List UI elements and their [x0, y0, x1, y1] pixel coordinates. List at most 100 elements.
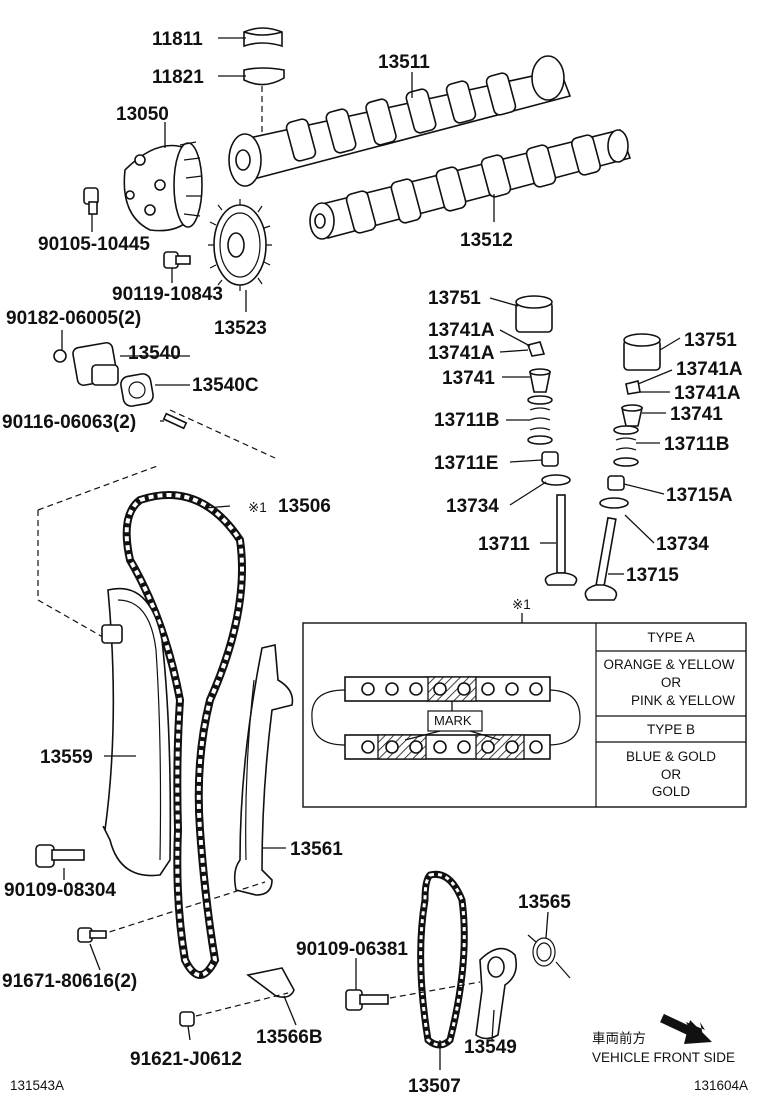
label-13751-right: 13751	[684, 330, 737, 351]
chain-link-circles	[361, 682, 543, 754]
label-13512: 13512	[460, 230, 513, 251]
label-13566b: 13566B	[256, 1027, 323, 1048]
label-11811: 11811	[152, 29, 203, 50]
label-13559: 13559	[40, 747, 93, 768]
vvt-gear-13050	[123, 141, 203, 232]
label-90109-08304: 90109-08304	[4, 880, 116, 901]
label-11821: 11821	[152, 67, 204, 88]
chain-guide-13559	[101, 587, 172, 877]
label-13565: 13565	[518, 892, 571, 913]
retainer-13741-left	[529, 368, 551, 393]
label-90182-06005: 90182-06005(2)	[6, 308, 141, 329]
label-13711b-right: 13711B	[664, 434, 730, 455]
tensioner-arm-13549	[475, 947, 518, 1040]
label-13561: 13561	[290, 839, 343, 860]
seat-13734-right	[599, 497, 629, 509]
label-13734-right: 13734	[656, 534, 709, 555]
label-13540c: 13540C	[192, 375, 259, 396]
label-13741a-right-2: 13741A	[674, 383, 741, 404]
label-13741a-right-1: 13741A	[676, 359, 743, 380]
seat-13734-left	[541, 474, 571, 486]
type-b-line2: OR	[661, 767, 682, 782]
gasket-13540c	[120, 373, 154, 407]
diagram-code-left: 131543A	[10, 1078, 64, 1093]
label-91671-80616: 91671-80616(2)	[2, 971, 137, 992]
label-13715: 13715	[626, 565, 679, 586]
damper-bolt-dash	[195, 992, 289, 1017]
type-a-line2: OR	[661, 675, 682, 690]
label-13711: 13711	[478, 534, 530, 555]
stud-90116	[162, 412, 188, 430]
oil-pump-chain-13507	[417, 870, 468, 1049]
camshaft-13511	[228, 55, 572, 187]
label-13741a-left-1: 13741A	[428, 320, 495, 341]
seal-13711e	[541, 451, 559, 467]
type-b-line3: GOLD	[652, 784, 691, 799]
front-arrow-icon	[660, 1013, 712, 1044]
label-13741-right: 13741	[670, 404, 723, 425]
label-13050: 13050	[116, 104, 169, 125]
chain-mark-inset	[302, 622, 747, 808]
label-13549: 13549	[464, 1037, 517, 1058]
inset-mark-label: MARK	[434, 713, 472, 728]
bolt-90109-06381	[345, 989, 389, 1011]
label-13741-left: 13741	[442, 368, 495, 389]
nut-90182	[53, 349, 67, 363]
sprocket-13523	[208, 199, 272, 291]
label-13511: 13511	[378, 52, 430, 73]
label-90105-10445: 90105-10445	[38, 234, 150, 255]
bolt-91671	[77, 927, 107, 943]
label-13734-left: 13734	[446, 496, 499, 517]
label-13506-note: ※1	[248, 500, 267, 515]
type-b-label: TYPE B	[647, 722, 695, 737]
retainer-13741-right	[621, 404, 643, 427]
direction-en: VEHICLE FRONT SIDE	[592, 1050, 735, 1065]
spring-13565	[527, 934, 571, 979]
lifter-13751-left	[515, 295, 553, 333]
valve-13711	[544, 494, 578, 586]
label-13523: 13523	[214, 318, 267, 339]
keeper-13741a-left	[526, 341, 546, 357]
type-b-line1: BLUE & GOLD	[626, 749, 716, 764]
guide-bolt-dash	[99, 881, 266, 936]
type-a-label: TYPE A	[647, 630, 694, 645]
bolt-90119	[163, 251, 191, 269]
label-13711e: 13711E	[434, 453, 498, 474]
label-90116-06063: 90116-06063(2)	[2, 412, 136, 433]
label-13506: 13506	[278, 496, 331, 517]
label-13751-left: 13751	[428, 288, 481, 309]
direction-jp: 車両前方	[592, 1030, 646, 1046]
bolt-90105	[83, 187, 99, 215]
tensioner-13540	[72, 341, 119, 387]
label-13741a-left-2: 13741A	[428, 343, 495, 364]
label-91621-j0612: 91621-J0612	[130, 1049, 242, 1070]
label-13507: 13507	[408, 1076, 461, 1097]
seal-13715a	[607, 475, 625, 491]
spring-13711b-right	[613, 425, 639, 467]
bearing-lower	[243, 67, 285, 86]
camshaft-13512	[309, 129, 632, 240]
timing-chain-13506	[122, 491, 246, 979]
valve-13715	[584, 516, 618, 601]
keeper-13741a-right	[625, 380, 641, 395]
tensioner-dash-lines	[37, 409, 276, 641]
leader-lines	[61, 37, 681, 1070]
label-13715a: 13715A	[666, 485, 733, 506]
bolt-90109-08304	[35, 844, 85, 868]
diagram-code-right: 131604A	[694, 1078, 748, 1093]
lifter-13751-right	[623, 333, 661, 371]
type-a-line3: PINK & YELLOW	[631, 693, 735, 708]
label-13711b-left: 13711B	[434, 410, 500, 431]
bolt-91621	[179, 1011, 195, 1027]
spring-13711b-left	[527, 395, 553, 445]
chain-guide-13561	[233, 644, 294, 896]
label-90109-06381: 90109-06381	[296, 939, 408, 960]
label-90119-10843: 90119-10843	[112, 284, 223, 305]
bearing-upper	[243, 27, 283, 48]
type-a-line1: ORANGE & YELLOW	[603, 657, 734, 672]
tensioner-bolt-dash	[389, 981, 481, 999]
label-13540: 13540	[128, 343, 181, 364]
inset-ref: ※1	[512, 597, 531, 612]
